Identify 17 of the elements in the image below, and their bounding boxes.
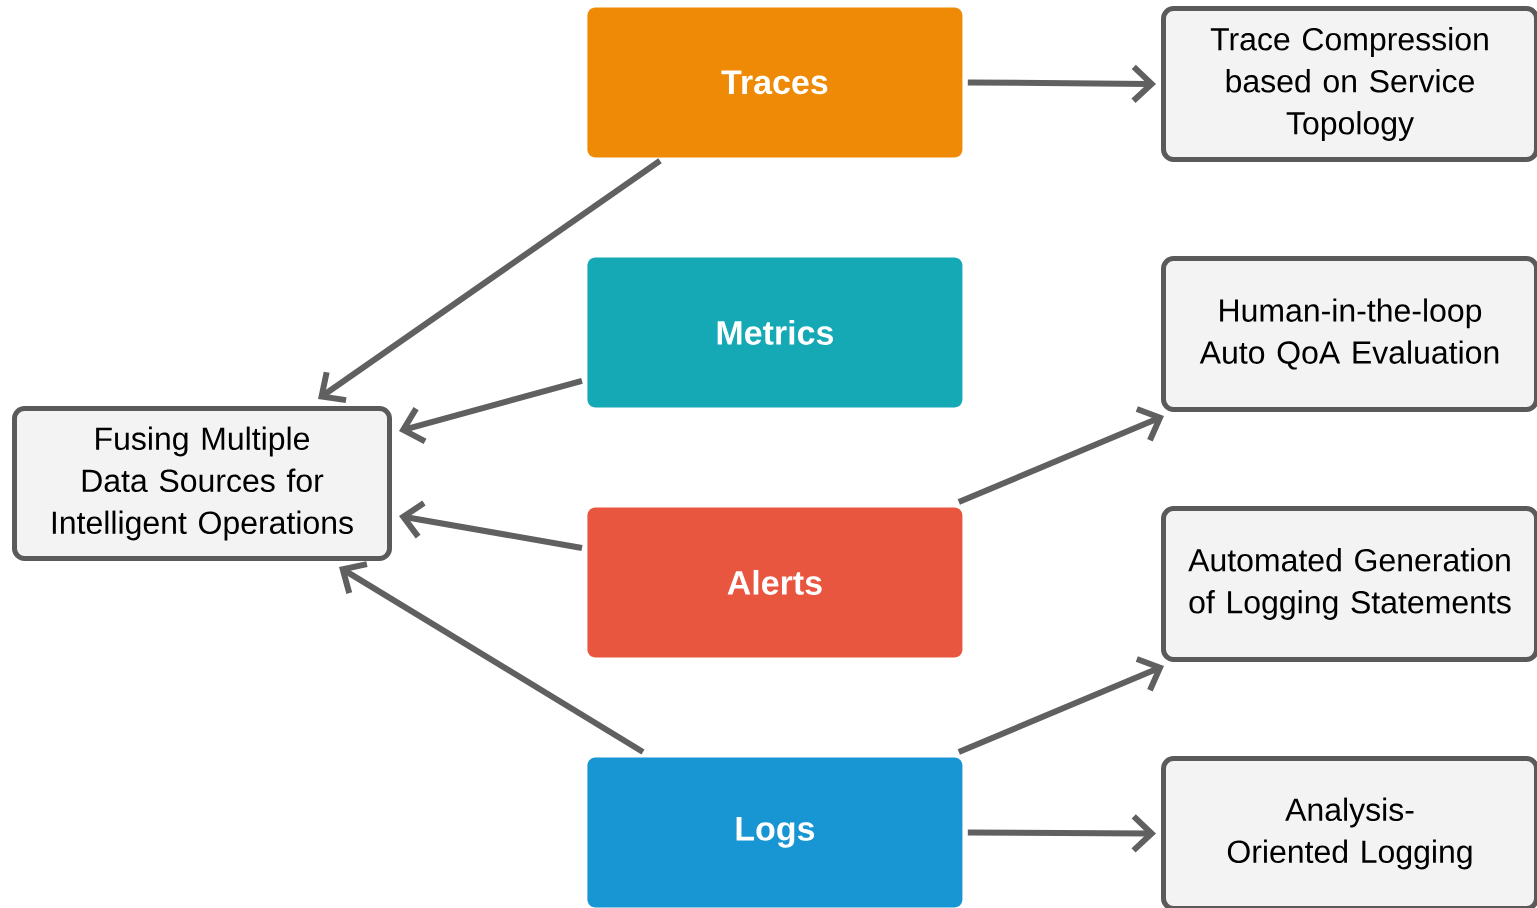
topic-box: Automated Generation of Logging Statements: [1161, 506, 1537, 662]
arrow: [399, 500, 583, 551]
data-source-box: Metrics: [587, 257, 963, 408]
arrow: [957, 406, 1164, 505]
arrow: [318, 158, 662, 404]
data-source-box: Traces: [587, 7, 963, 158]
topic-box: Human-in-the-loop Auto QoA Evaluation: [1161, 256, 1537, 412]
arrow: [957, 656, 1164, 755]
topic-box: Analysis-Oriented Logging: [1161, 756, 1537, 908]
data-source-box: Alerts: [587, 507, 963, 658]
data-source-box: Logs: [587, 757, 963, 908]
arrow: [399, 377, 583, 445]
topic-box: Fusing Multiple Data Sources for Intelligent Operations: [12, 406, 392, 561]
arrow: [967, 64, 1156, 103]
arrow: [339, 561, 645, 755]
arrow: [967, 814, 1156, 853]
topic-box: Trace Compression based on Service Topology: [1161, 6, 1537, 162]
